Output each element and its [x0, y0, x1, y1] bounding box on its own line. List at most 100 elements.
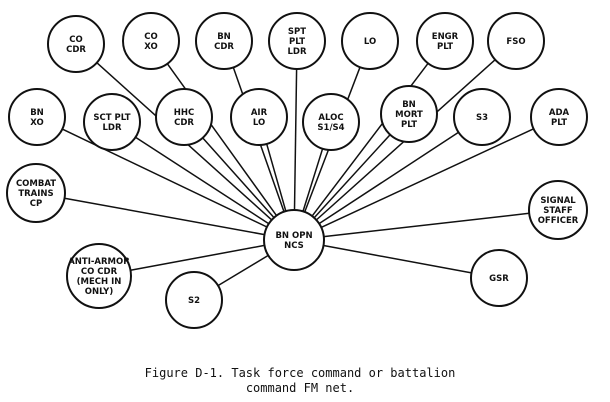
node-label-lo-top-0: LO	[364, 37, 376, 47]
edge-combat-trains-cp	[64, 197, 265, 236]
node-circle-spt-plt-ldr	[268, 12, 326, 70]
node-label-sct-plt-ldr-0: SCT PLT	[93, 113, 130, 123]
node-label-co-cdr-1: CDR	[66, 45, 86, 55]
edge-ada-plt	[320, 128, 534, 229]
node-label-air-lo-0: AIR	[251, 108, 268, 118]
edge-signal-staff-officer	[323, 212, 530, 238]
edge-bn-mort-plt	[313, 134, 391, 219]
edge-gsr	[323, 244, 472, 274]
node-gsr: GSR	[470, 249, 528, 307]
node-label-hhc-cdr-0: HHC	[174, 108, 194, 118]
node-circle-fso	[487, 12, 545, 70]
node-label-co-xo-1: XO	[144, 42, 157, 52]
edge-spt-plt-ldr	[293, 68, 298, 211]
node-s2: S2	[165, 271, 223, 329]
node-label-anti-armor-co-cdr-1: CO CDR	[81, 267, 118, 277]
caption-line-1: Figure D-1. Task force command or battal…	[145, 366, 456, 380]
node-label-aloc-s1-s4-1: S1/S4	[317, 123, 344, 133]
node-label-anti-armor-co-cdr-0: ANTI-ARMOR	[68, 257, 130, 267]
node-label-hhc-cdr-1: CDR	[174, 118, 194, 128]
node-circle-combat-trains-cp	[6, 163, 66, 223]
node-s3: S3	[453, 88, 511, 146]
node-label-engr-plt-1: PLT	[437, 42, 453, 52]
node-label-sct-plt-ldr-1: LDR	[102, 123, 121, 133]
node-label-aloc-s1-s4-0: ALOC	[318, 113, 343, 123]
node-circle-s3	[453, 88, 511, 146]
node-circle-anti-armor-co-cdr	[66, 243, 132, 309]
node-circle-bn-opn-ncs	[263, 209, 325, 271]
node-label-bn-cdr-0: BN	[217, 32, 231, 42]
node-lo-top: LO	[341, 12, 399, 70]
node-circle-gsr	[470, 249, 528, 307]
node-label-signal-staff-officer-2: OFFICER	[538, 216, 579, 226]
node-label-bn-opn-ncs-1: NCS	[284, 241, 304, 251]
node-label-bn-xo-1: XO	[30, 118, 43, 128]
node-label-bn-opn-ncs-0: BN OPN	[275, 231, 312, 241]
node-label-signal-staff-officer-1: STAFF	[543, 206, 573, 216]
node-fso: FSO	[487, 12, 545, 70]
node-label-co-xo-0: CO	[144, 32, 157, 42]
node-label-co-cdr-0: CO	[69, 35, 82, 45]
node-circle-co-xo	[122, 12, 180, 70]
edge-hhc-cdr	[202, 137, 275, 219]
node-circle-bn-cdr	[195, 12, 253, 70]
node-label-s2-0: S2	[188, 296, 200, 306]
node-label-combat-trains-cp-1: TRAINS	[18, 189, 53, 199]
node-label-fso-0: FSO	[506, 37, 525, 47]
node-label-bn-mort-plt-0: BN	[402, 100, 416, 110]
node-circle-engr-plt	[416, 12, 474, 70]
node-circle-air-lo	[230, 88, 288, 146]
node-circle-ada-plt	[530, 88, 588, 146]
node-circle-signal-staff-officer	[528, 180, 588, 240]
node-label-bn-xo-0: BN	[30, 108, 44, 118]
node-label-spt-plt-ldr-1: PLT	[289, 37, 305, 47]
node-circle-lo-top	[341, 12, 399, 70]
node-label-combat-trains-cp-2: CP	[30, 199, 42, 209]
node-label-anti-armor-co-cdr-3: ONLY)	[85, 287, 114, 297]
node-circle-sct-plt-ldr	[83, 93, 141, 151]
node-label-spt-plt-ldr-0: SPT	[288, 27, 306, 37]
node-label-ada-plt-1: PLT	[551, 118, 567, 128]
node-circle-s2	[165, 271, 223, 329]
edge-air-lo	[265, 143, 287, 212]
node-label-signal-staff-officer-0: SIGNAL	[540, 196, 576, 206]
edge-anti-armor-co-cdr	[130, 244, 265, 271]
node-label-anti-armor-co-cdr-2: (MECH IN	[77, 277, 122, 287]
node-label-combat-trains-cp-0: COMBAT	[16, 179, 56, 189]
node-label-bn-cdr-1: CDR	[214, 42, 234, 52]
node-circle-aloc-s1-s4	[302, 93, 360, 151]
node-circle-bn-mort-plt	[380, 85, 438, 143]
edge-aloc-s1-s4	[302, 148, 324, 212]
node-circle-hhc-cdr	[155, 88, 213, 146]
node-label-spt-plt-ldr-2: LDR	[287, 47, 306, 57]
edge-s3	[318, 131, 460, 225]
node-label-bn-mort-plt-2: PLT	[401, 120, 417, 130]
node-label-ada-plt-0: ADA	[549, 108, 570, 118]
node-label-engr-plt-0: ENGR	[432, 32, 459, 42]
node-label-gsr-0: GSR	[489, 274, 509, 284]
node-circle-co-cdr	[47, 15, 105, 73]
node-label-air-lo-1: LO	[253, 118, 265, 128]
edge-sct-plt-ldr	[135, 136, 270, 225]
edge-s2	[217, 254, 269, 287]
caption-line-2: command FM net.	[246, 381, 354, 395]
node-circle-bn-xo	[8, 88, 66, 146]
